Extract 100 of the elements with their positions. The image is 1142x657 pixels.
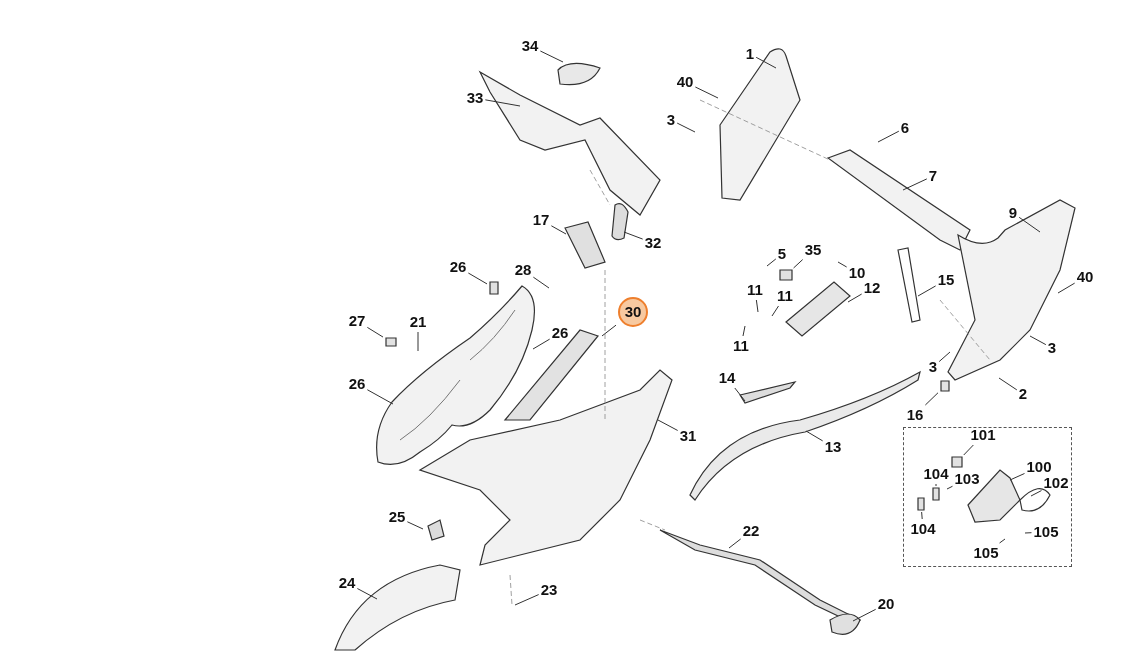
screw-drawing [932, 487, 940, 501]
leader-line [601, 324, 617, 337]
leader-line [550, 225, 567, 235]
leader-line [755, 56, 777, 69]
callout-number: 21 [409, 313, 427, 331]
leader-line [623, 231, 644, 240]
callout-number: 20 [877, 595, 895, 613]
leader-line [694, 86, 719, 99]
callout-number: 26 [551, 324, 569, 342]
callout-number: 23 [540, 581, 558, 599]
callout-number: 22 [742, 522, 760, 540]
screw-drawing [951, 456, 963, 468]
leader-line [852, 608, 877, 622]
leader-line [877, 130, 900, 143]
leader-line [406, 521, 424, 530]
leader-line [1029, 335, 1047, 346]
leader-line [921, 511, 923, 520]
screw-drawing [779, 269, 793, 281]
leader-line [902, 178, 928, 191]
callout-number: 14 [718, 369, 736, 387]
callout-number: 7 [928, 167, 938, 185]
leader-line [924, 392, 939, 406]
leader-line [417, 331, 419, 352]
callout-number: 105 [1033, 523, 1059, 541]
callout-number: 31 [679, 427, 697, 445]
leader-line [742, 325, 746, 337]
leader-line [847, 293, 863, 303]
leader-line [999, 538, 1006, 544]
leader-line [938, 351, 951, 363]
callout-number: 33 [466, 89, 484, 107]
leader-line [998, 377, 1018, 391]
leader-line [755, 299, 759, 313]
callout-number: 40 [1076, 268, 1094, 286]
callout-number: 102 [1043, 474, 1069, 492]
leader-line [1030, 490, 1042, 497]
callout-number: 2 [1018, 385, 1028, 403]
leader-line [837, 261, 848, 268]
leader-line [356, 588, 378, 600]
leader-line [935, 483, 937, 487]
leader-line [1018, 216, 1041, 233]
leader-line [766, 258, 777, 267]
callout-number: 103 [954, 470, 980, 488]
callout-number: 101 [970, 426, 996, 444]
callout-number: 104 [910, 520, 936, 538]
screw-drawing [489, 281, 499, 295]
callout-number: 3 [666, 111, 676, 129]
leader-line [366, 326, 384, 338]
part-drawing [503, 328, 600, 422]
leader-line [676, 122, 696, 133]
callout-number: 17 [532, 211, 550, 229]
callout-number: 16 [906, 406, 924, 424]
leader-line [771, 305, 779, 317]
callout-number: 13 [824, 438, 842, 456]
leader-line [1009, 473, 1025, 481]
leader-line [366, 389, 394, 405]
callout-number: 5 [777, 245, 787, 263]
leader-line [1057, 282, 1076, 294]
callout-number: 35 [804, 241, 822, 259]
leader-line [532, 338, 551, 350]
callout-number: 32 [644, 234, 662, 252]
callout-number: 15 [937, 271, 955, 289]
screw-drawing [385, 337, 397, 347]
callout-number: 104 [923, 465, 949, 483]
callout-number: 3 [1047, 339, 1057, 357]
callout-number: 11 [777, 287, 793, 305]
callout-number: 3 [928, 358, 938, 376]
callout-number: 30 [618, 297, 648, 327]
screw-drawing [917, 497, 925, 511]
leader-line [917, 285, 937, 297]
leader-line [793, 259, 804, 269]
leader-line [805, 430, 824, 442]
callout-number: 12 [863, 279, 881, 297]
inset-frame [903, 427, 1072, 567]
callout-number: 1 [745, 45, 755, 63]
callout-number: 6 [900, 119, 910, 137]
callout-number: 25 [388, 508, 406, 526]
leader-line [514, 594, 540, 606]
leader-line [963, 444, 974, 456]
leader-line [484, 99, 521, 107]
leader-line [467, 272, 488, 285]
callout-number: 11 [747, 281, 763, 299]
callout-number: 26 [449, 258, 467, 276]
leader-line [946, 485, 953, 490]
callout-number: 40 [676, 73, 694, 91]
callout-number: 28 [514, 261, 532, 279]
callout-number: 34 [521, 37, 539, 55]
callout-number: 26 [348, 375, 366, 393]
leader-line [1024, 532, 1032, 534]
callout-number: 100 [1026, 458, 1052, 476]
screw-drawing [940, 380, 950, 392]
leader-line [532, 276, 550, 289]
callout-number: 10 [848, 264, 866, 282]
leader-line [734, 387, 746, 402]
callout-number: 24 [338, 574, 356, 592]
callout-number: 9 [1008, 204, 1018, 222]
leader-line [539, 50, 564, 63]
leader-line [728, 538, 742, 549]
callout-number: 27 [348, 312, 366, 330]
leader-line [657, 419, 679, 431]
callout-number: 105 [973, 544, 999, 562]
